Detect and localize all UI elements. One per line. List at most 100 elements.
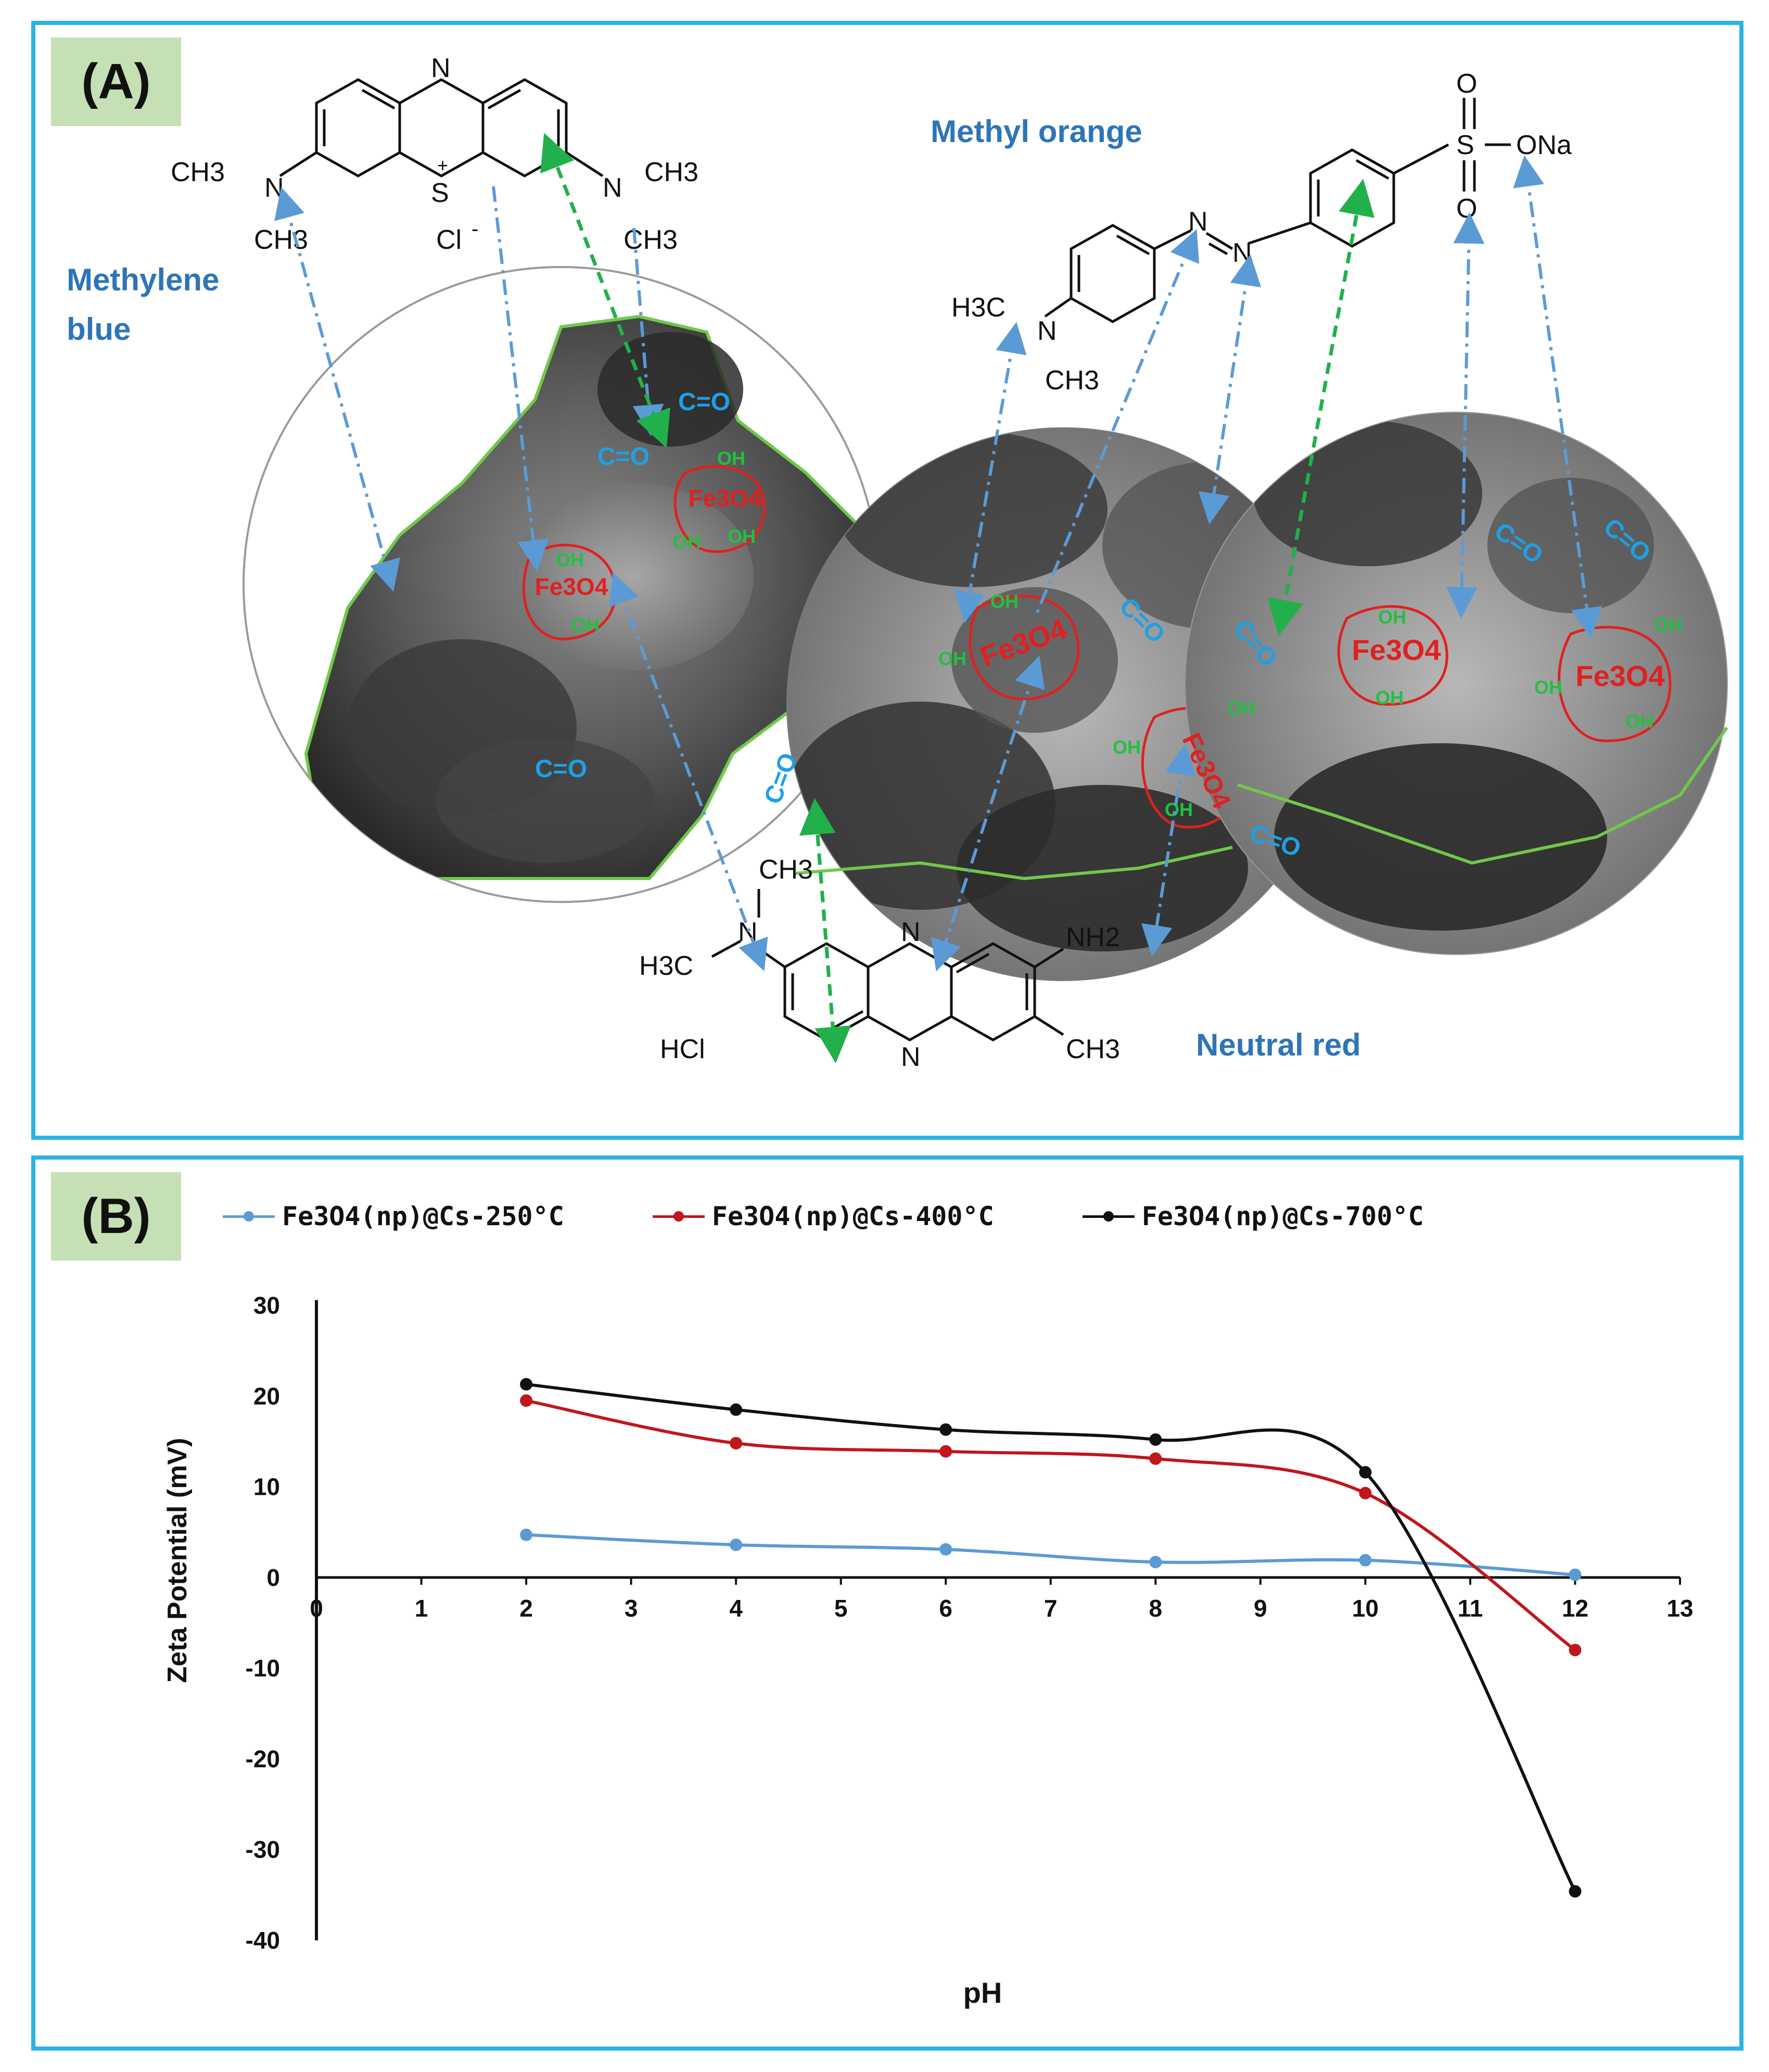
data-point-series-0: [1149, 1556, 1162, 1569]
data-point-series-1: [1359, 1486, 1372, 1499]
x-axis-label: pH: [963, 1976, 1002, 2009]
x-tick-label: 10: [1352, 1595, 1379, 1622]
x-tick-label: 8: [1149, 1595, 1163, 1622]
nr-hcl: HCl: [660, 1034, 705, 1064]
y-tick-label: -20: [246, 1745, 280, 1772]
x-tick-label: 6: [939, 1595, 952, 1622]
mb-ch3-left: CH3: [171, 157, 225, 187]
x-tick-label: 0: [310, 1595, 323, 1622]
oh-label: OH: [990, 591, 1019, 612]
legend-label-700: Fe3O4(np)@Cs-700°C: [1141, 1201, 1424, 1231]
oh-label: OH: [1113, 736, 1141, 758]
x-tick-label: 1: [415, 1595, 428, 1622]
y-tick-label: 30: [253, 1292, 280, 1319]
panel-a-tag: (A): [51, 37, 181, 126]
oh-label: OH: [1227, 697, 1255, 719]
x-tick-label: 4: [729, 1595, 743, 1622]
y-tick-label: 0: [266, 1564, 280, 1591]
x-tick-label: 7: [1044, 1595, 1058, 1622]
data-point-series-0: [520, 1528, 533, 1541]
fe3o4-label: Fe3O4: [1575, 659, 1664, 692]
panel-a: (A): [31, 21, 1743, 1140]
mo-s: S: [1456, 130, 1474, 160]
data-point-series-2: [1359, 1466, 1372, 1479]
legend-label-400: Fe3O4(np)@Cs-400°C: [711, 1201, 994, 1231]
fe3o4-label: Fe3O4: [535, 573, 608, 600]
co-label: C=O: [678, 388, 730, 416]
oh-label: OH: [728, 526, 756, 547]
adsorption-diagram: Fe3O4 Fe3O4 Fe3O4 Fe3O4 Fe3O4 Fe3O4 OH O…: [67, 53, 1728, 1072]
legend-item-400: Fe3O4(np)@Cs-400°C: [652, 1201, 994, 1231]
data-point-series-2: [939, 1423, 952, 1436]
x-tick-label: 5: [834, 1595, 848, 1622]
data-point-series-1: [520, 1394, 533, 1407]
oh-label: OH: [673, 531, 701, 552]
data-point-series-2: [730, 1403, 743, 1416]
data-point-series-2: [520, 1378, 533, 1391]
nr-nh2: NH2: [1066, 922, 1120, 952]
oh-label: OH: [1376, 687, 1404, 708]
mb-ch3-left-down: CH3: [254, 225, 308, 255]
series-line-0: [526, 1533, 1575, 1577]
mb-cl: Cl: [436, 225, 462, 255]
data-point-series-2: [1149, 1433, 1162, 1446]
legend-item-700: Fe3O4(np)@Cs-700°C: [1082, 1201, 1424, 1231]
y-tick-label: 20: [253, 1382, 280, 1409]
mb-minus: -: [472, 218, 478, 240]
co-label: C=O: [597, 443, 650, 471]
data-point-series-0: [1359, 1554, 1372, 1567]
fe3o4-label: Fe3O4: [1352, 633, 1441, 666]
mo-n2: N: [1232, 238, 1252, 268]
y-tick-label: -40: [246, 1927, 280, 1954]
nr-h3c: H3C: [639, 951, 693, 981]
x-tick-label: 3: [625, 1595, 638, 1622]
x-tick-label: 13: [1666, 1595, 1693, 1622]
data-point-series-1: [1569, 1644, 1582, 1657]
mo-o-top: O: [1456, 69, 1477, 99]
series-line-1: [526, 1399, 1576, 1651]
panel-b: (B) Fe3O4(np)@Cs-250°C Fe3O4(np)@Cs-400°…: [31, 1155, 1743, 2051]
nr-n-top-ring: N: [901, 917, 921, 947]
panel-b-tag: (B): [51, 1172, 181, 1261]
legend-label-250: Fe3O4(np)@Cs-250°C: [282, 1201, 564, 1231]
y-tick-label: 10: [253, 1473, 280, 1501]
oh-label: OH: [1625, 710, 1653, 732]
chart-legend: Fe3O4(np)@Cs-250°C Fe3O4(np)@Cs-400°C Fe…: [223, 1201, 1424, 1231]
data-point-series-0: [1569, 1568, 1582, 1581]
oh-label: OH: [1534, 677, 1562, 698]
oh-label: OH: [571, 614, 600, 635]
mb-n-right: N: [603, 173, 622, 203]
data-point-series-1: [939, 1445, 952, 1458]
mo-h3c: H3C: [951, 293, 1006, 323]
oh-label: OH: [717, 448, 745, 469]
x-tick-label: 2: [519, 1595, 533, 1622]
nr-n-bottom-ring: N: [901, 1042, 921, 1072]
mo-o-bottom: O: [1456, 194, 1477, 224]
legend-swatch-250: [223, 1210, 275, 1223]
y-axis-label: Zeta Potential (mV): [162, 1438, 193, 1683]
data-point-series-0: [730, 1539, 743, 1552]
oh-label: OH: [1378, 606, 1406, 628]
methylene-blue-label: Methylene: [67, 262, 219, 297]
mb-n-top: N: [431, 53, 451, 83]
x-tick-label: 9: [1254, 1595, 1267, 1622]
y-tick-label: -30: [246, 1836, 280, 1863]
x-tick-label: 11: [1458, 1595, 1483, 1622]
data-point-series-1: [730, 1437, 743, 1450]
y-tick-label: -10: [246, 1655, 280, 1682]
data-point-series-2: [1569, 1885, 1582, 1898]
mb-s: S: [431, 178, 449, 208]
data-point-series-1: [1149, 1452, 1162, 1465]
mb-plus: +: [437, 155, 448, 176]
nr-ch3-right: CH3: [1066, 1034, 1120, 1064]
legend-item-250: Fe3O4(np)@Cs-250°C: [223, 1201, 564, 1231]
data-point-series-0: [939, 1543, 952, 1556]
legend-swatch-700: [1082, 1210, 1135, 1223]
mo-ona: ONa: [1516, 130, 1572, 160]
oh-label: OH: [1165, 799, 1193, 820]
methyl-orange-label: Methyl orange: [931, 114, 1142, 149]
fe3o4-label: Fe3O4: [689, 485, 762, 512]
x-tick-label: 12: [1562, 1595, 1588, 1622]
nr-ch3-top: CH3: [759, 855, 813, 885]
